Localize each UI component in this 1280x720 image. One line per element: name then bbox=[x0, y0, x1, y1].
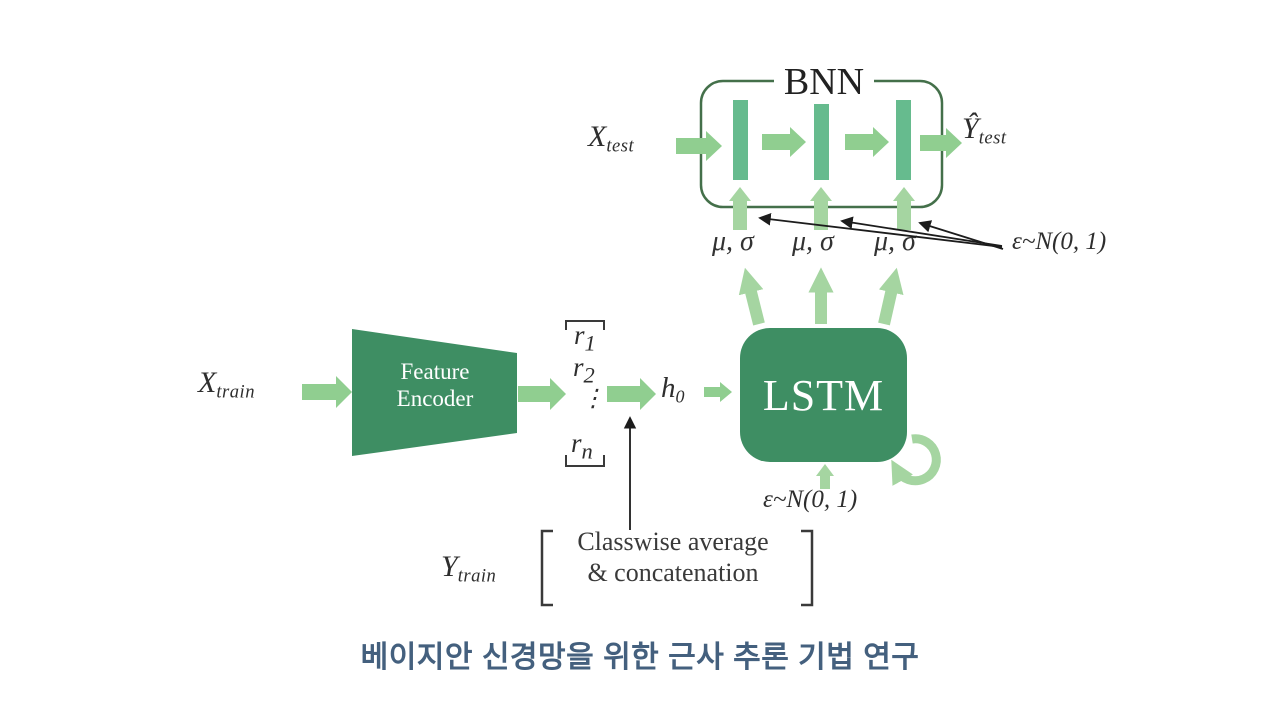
xtest-label: Xtest bbox=[588, 120, 635, 157]
h0-label: h0 bbox=[661, 372, 685, 407]
xtest-input-arrow bbox=[676, 131, 722, 161]
lstm-recurrent-loop-icon bbox=[891, 434, 941, 486]
bnn-layer-bar-3 bbox=[896, 100, 911, 180]
ytest-output-arrow bbox=[920, 128, 962, 158]
slide-title: 베이지안 신경망을 위한 근사 추론 기법 연구 bbox=[360, 641, 920, 674]
feature-encoder-label: Feature Encoder bbox=[396, 359, 474, 411]
bnn-layer-bar-1 bbox=[733, 100, 748, 180]
ytrain-label: Ytrain bbox=[441, 550, 497, 587]
vector-to-h0-arrow bbox=[607, 378, 656, 410]
vector-r1-label: r1 bbox=[574, 320, 596, 356]
lstm-label: LSTM bbox=[762, 370, 885, 420]
ytest-label: Ŷtest bbox=[962, 112, 1007, 149]
xtrain-label: Xtrain bbox=[198, 366, 255, 403]
h0-to-lstm-arrow bbox=[704, 382, 732, 402]
bnn-layer-bar-2 bbox=[814, 100, 829, 180]
classwise-operation-label: Classwise average & concatenation bbox=[577, 527, 769, 587]
vector-bracket-bottom bbox=[565, 455, 605, 467]
bnn-box-title: BNN bbox=[774, 60, 874, 104]
vector-bracket-top bbox=[565, 320, 605, 330]
encoder-to-vector-arrow bbox=[518, 378, 566, 410]
mu3-to-bnn-arrow bbox=[893, 187, 915, 230]
noise-to-lstm-arrow bbox=[816, 464, 834, 489]
mu2-to-bnn-arrow bbox=[810, 187, 832, 230]
vector-r2-label: r2 bbox=[573, 352, 595, 388]
bnn-layer-arrow-1 bbox=[762, 127, 806, 157]
bnn-layer-arrow-2 bbox=[845, 127, 889, 157]
xtrain-to-encoder-arrow bbox=[302, 376, 352, 408]
ytrain-bracket-left bbox=[540, 529, 553, 607]
mu-sigma-label-2: μ, σ bbox=[792, 226, 834, 257]
lstm-noise-label: ε~N(0, 1) bbox=[763, 486, 858, 513]
mu1-to-bnn-arrow bbox=[729, 187, 751, 230]
noise-pointer-arrow-3 bbox=[918, 220, 1004, 250]
mu-sigma-label-1: μ, σ bbox=[712, 226, 754, 257]
vector-rn-label: rn bbox=[571, 428, 593, 464]
ytrain-bracket-right bbox=[801, 529, 814, 607]
lstm-to-mu3-arrow bbox=[878, 267, 904, 326]
noise-pointer-arrow-1 bbox=[758, 213, 1003, 248]
lstm-to-mu1-arrow bbox=[738, 267, 765, 326]
lstm-box bbox=[740, 328, 907, 462]
noise-pointer-arrow-2 bbox=[840, 216, 1003, 247]
bnn-noise-label: ε~N(0, 1) bbox=[1012, 228, 1107, 255]
feature-encoder-box bbox=[352, 329, 517, 456]
vector-dots-label: ⋮ bbox=[581, 386, 605, 412]
